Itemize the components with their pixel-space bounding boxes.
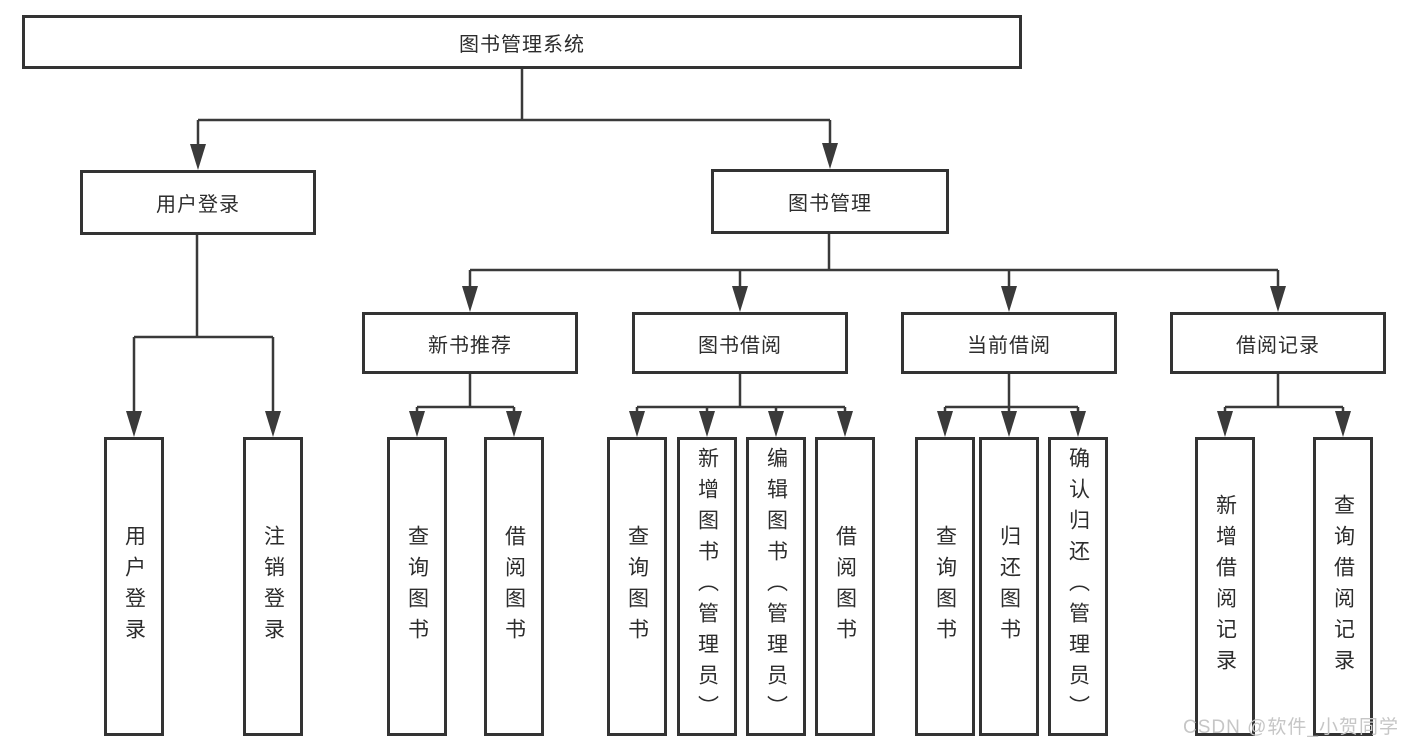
csdn-watermark: CSDN @软件_小贺同学 — [1183, 717, 1399, 738]
leaf-records-add-record: 新增借阅记录 — [1195, 437, 1255, 736]
connector-root-to-level2 — [196, 68, 832, 146]
leaf-borrow-add-books-admin: 新增图书（管理员） — [677, 437, 737, 736]
leaf-user-login-label: 用户登录 — [122, 524, 146, 649]
leaf-current-return-books: 归还图书 — [979, 437, 1039, 736]
connector-records-children — [1223, 374, 1345, 413]
node-book-borrow-label: 图书借阅 — [698, 334, 782, 357]
leaf-records-query-record: 查询借阅记录 — [1313, 437, 1373, 736]
arrowhead-book-management — [822, 143, 838, 169]
leaf-current-query-books: 查询图书 — [915, 437, 975, 736]
leaf-borrow-query-books: 查询图书 — [607, 437, 667, 736]
leaf-borrow-borrow-books: 借阅图书 — [815, 437, 875, 736]
arrowhead-cb-query — [937, 411, 953, 437]
leaf-current-confirm-return-admin: 确认归还（管理员） — [1048, 437, 1108, 736]
arrowhead-borrow-records — [1270, 286, 1286, 312]
leaf-current-query-books-label: 查询图书 — [933, 524, 957, 649]
arrowhead-rec-add — [1217, 411, 1233, 437]
node-new-book-recommend: 新书推荐 — [362, 312, 578, 374]
node-root: 图书管理系统 — [22, 15, 1022, 69]
arrowhead-current-borrow — [1001, 286, 1017, 312]
connector-current-borrow-children — [943, 374, 1080, 413]
arrowhead-leaf-logout — [265, 411, 281, 437]
leaf-records-query-record-label: 查询借阅记录 — [1331, 493, 1355, 680]
node-user-login: 用户登录 — [80, 170, 316, 235]
node-book-management: 图书管理 — [711, 169, 949, 234]
arrowhead-nb-query — [409, 411, 425, 437]
leaf-logout-label: 注销登录 — [261, 524, 285, 649]
node-root-label: 图书管理系统 — [459, 33, 585, 56]
arrowhead-book-borrow — [732, 286, 748, 312]
leaf-borrow-edit-books-admin: 编辑图书（管理员） — [746, 437, 806, 736]
node-borrow-records-label: 借阅记录 — [1236, 334, 1320, 357]
leaf-borrow-add-books-admin-label: 新增图书（管理员） — [695, 447, 719, 726]
connector-book-management-children — [468, 234, 1280, 288]
leaf-newbook-borrow-books: 借阅图书 — [484, 437, 544, 736]
node-borrow-records: 借阅记录 — [1170, 312, 1386, 374]
arrowhead-user-login — [190, 144, 206, 170]
connector-new-book-children — [415, 374, 516, 413]
arrowhead-bb-edit — [768, 411, 784, 437]
node-book-management-label: 图书管理 — [788, 193, 872, 215]
arrowhead-bb-add — [699, 411, 715, 437]
arrowhead-bb-borrow — [837, 411, 853, 437]
arrowhead-bb-query — [629, 411, 645, 437]
arrowhead-cb-return — [1001, 411, 1017, 437]
node-new-book-recommend-label: 新书推荐 — [428, 334, 512, 357]
leaf-logout: 注销登录 — [243, 437, 303, 736]
leaf-records-add-record-label: 新增借阅记录 — [1213, 493, 1237, 680]
node-current-borrow-label: 当前借阅 — [967, 334, 1051, 357]
arrowhead-cb-confirm — [1070, 411, 1086, 437]
connector-book-borrow-children — [635, 374, 847, 413]
leaf-borrow-borrow-books-label: 借阅图书 — [833, 524, 857, 649]
arrowhead-new-book-recommend — [462, 286, 478, 312]
arrowhead-leaf-user-login — [126, 411, 142, 437]
arrowhead-rec-query — [1335, 411, 1351, 437]
leaf-current-return-books-label: 归还图书 — [997, 524, 1021, 649]
node-current-borrow: 当前借阅 — [901, 312, 1117, 374]
leaf-user-login: 用户登录 — [104, 437, 164, 736]
leaf-borrow-edit-books-admin-label: 编辑图书（管理员） — [764, 447, 788, 726]
leaf-current-confirm-return-admin-label: 确认归还（管理员） — [1066, 447, 1090, 726]
connector-user-login-children — [132, 235, 275, 413]
leaf-newbook-query-books-label: 查询图书 — [405, 524, 429, 649]
leaf-newbook-query-books: 查询图书 — [387, 437, 447, 736]
leaf-newbook-borrow-books-label: 借阅图书 — [502, 524, 526, 649]
arrowhead-nb-borrow — [506, 411, 522, 437]
node-user-login-label: 用户登录 — [156, 194, 240, 216]
leaf-borrow-query-books-label: 查询图书 — [625, 524, 649, 649]
node-book-borrow: 图书借阅 — [632, 312, 848, 374]
